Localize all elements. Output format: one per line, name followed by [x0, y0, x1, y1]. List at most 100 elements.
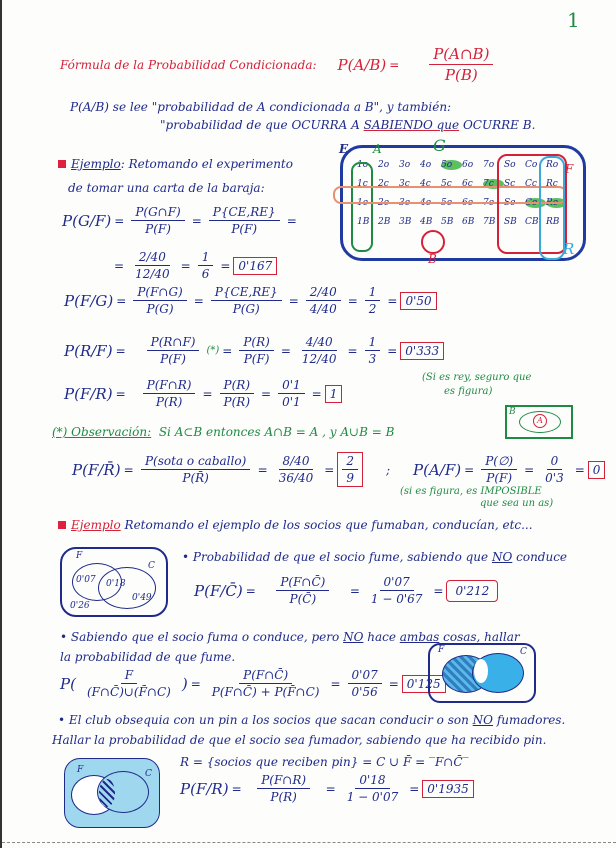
- card: 4B: [420, 217, 433, 227]
- n: 0: [546, 454, 563, 470]
- value: 0'49: [132, 593, 152, 603]
- card: Sc: [504, 179, 516, 189]
- text: Si A⊂B entonces A∩B = A , y A∪B = B: [158, 425, 395, 439]
- n: P(G∩F): [131, 205, 185, 221]
- q3-rdef: R = {socios que reciben pin} = C ∪ F̄ = …: [180, 755, 469, 769]
- d: P(R): [223, 395, 251, 409]
- n: 2/40: [305, 285, 341, 301]
- d: 12/40: [135, 267, 170, 281]
- t: Retomando el ejemplo de los socios que f…: [124, 518, 533, 532]
- card: 6c: [462, 179, 473, 189]
- label: C: [145, 769, 152, 779]
- page-edge: [2, 842, 616, 843]
- n: 1: [197, 250, 214, 266]
- label-e: E: [339, 142, 349, 156]
- n: 1: [364, 285, 381, 301]
- lhs: P(F/C̄): [194, 581, 243, 600]
- label: C: [148, 561, 155, 571]
- d: P(F): [160, 352, 186, 366]
- result: 0'167: [233, 256, 278, 275]
- card: 5B: [441, 217, 454, 227]
- value: 0'18: [106, 579, 126, 589]
- card: 3c: [399, 179, 410, 189]
- card: 5c: [441, 179, 452, 189]
- venn-symmetric-difference: F C: [428, 643, 536, 703]
- example1-text: de tomar una carta de la baraja:: [68, 181, 265, 195]
- d: P(R): [270, 790, 297, 804]
- t: • El club obsequia con un pin a los soci…: [58, 713, 469, 727]
- n: P(R): [219, 378, 255, 394]
- card: 1c: [357, 179, 368, 189]
- observacion-venn: B A: [505, 405, 573, 439]
- card: 7o: [483, 160, 495, 170]
- lhs: P(G/F): [62, 211, 112, 230]
- definition-fraction: P(A∩B)P(B): [406, 45, 516, 84]
- card: RB: [546, 217, 560, 227]
- label: C: [520, 647, 527, 657]
- eq5-note-1: (si es figura, es IMPOSIBLE: [400, 486, 542, 497]
- label: (*) Observación:: [52, 425, 152, 439]
- label: F: [77, 765, 84, 775]
- label-r: R: [563, 240, 575, 258]
- q3-line-1: • El club obsequia con un pin a los soci…: [58, 713, 565, 727]
- t: : Retomando el experimento: [120, 157, 293, 171]
- set-b-outline: [421, 230, 445, 254]
- no: NO: [343, 630, 364, 644]
- definition-lhs: P(A/B): [337, 55, 387, 74]
- n: 0'1: [278, 378, 305, 394]
- card: SB: [504, 217, 517, 227]
- num: P(A∩B): [429, 45, 494, 65]
- lhs: P(F/R): [180, 779, 229, 798]
- d: P(C̄): [289, 592, 317, 606]
- t: OCURRE B.: [462, 118, 536, 132]
- t: hace: [367, 630, 396, 644]
- no: NO: [491, 550, 513, 564]
- d: P(R): [155, 395, 183, 409]
- n: 0'18: [355, 773, 390, 789]
- n: P(R): [239, 335, 274, 351]
- card: So: [504, 160, 516, 170]
- q3-line-2: Hallar la probabilidad de que el socio s…: [52, 733, 547, 747]
- q1-text: • Probabilidad de que el socio fume, sab…: [182, 550, 567, 564]
- sep: ;: [385, 462, 391, 477]
- n: P{CE,RE}: [208, 205, 280, 221]
- d: 4/40: [309, 302, 337, 316]
- n: P(∅): [481, 454, 518, 470]
- label: F: [76, 551, 83, 561]
- d: P(G): [232, 302, 260, 316]
- n: P{CE,RE}: [210, 285, 282, 301]
- result: 0'50: [400, 291, 437, 310]
- d: P(G): [146, 302, 174, 316]
- ambas: ambas: [399, 630, 440, 644]
- set-f-outline: [497, 154, 567, 254]
- lhs: P(F/R̄): [72, 460, 121, 479]
- den: P(B): [444, 66, 478, 84]
- eq5-note-2: que sea un as): [480, 498, 554, 509]
- t: • Probabilidad de que el socio fume, sab…: [182, 550, 489, 564]
- d: 6: [201, 267, 210, 281]
- intersection-hatched: [99, 779, 115, 807]
- d: 1 − 0'07: [346, 790, 399, 804]
- n: P(F∩G): [133, 285, 187, 301]
- d: P(F): [231, 222, 258, 236]
- lhs: P(F/G): [64, 291, 114, 310]
- set-c-icon: [98, 567, 156, 609]
- card: 7c: [483, 179, 504, 189]
- card: 6o: [462, 160, 474, 170]
- result2: 0: [587, 460, 606, 479]
- d: 0'3: [545, 471, 564, 485]
- value: 0'07: [76, 575, 96, 585]
- card: Ro: [546, 160, 559, 170]
- mark: (*): [206, 345, 220, 356]
- page-number: 1: [567, 8, 580, 32]
- set-b-icon: [519, 411, 561, 433]
- label-a: A: [373, 142, 382, 156]
